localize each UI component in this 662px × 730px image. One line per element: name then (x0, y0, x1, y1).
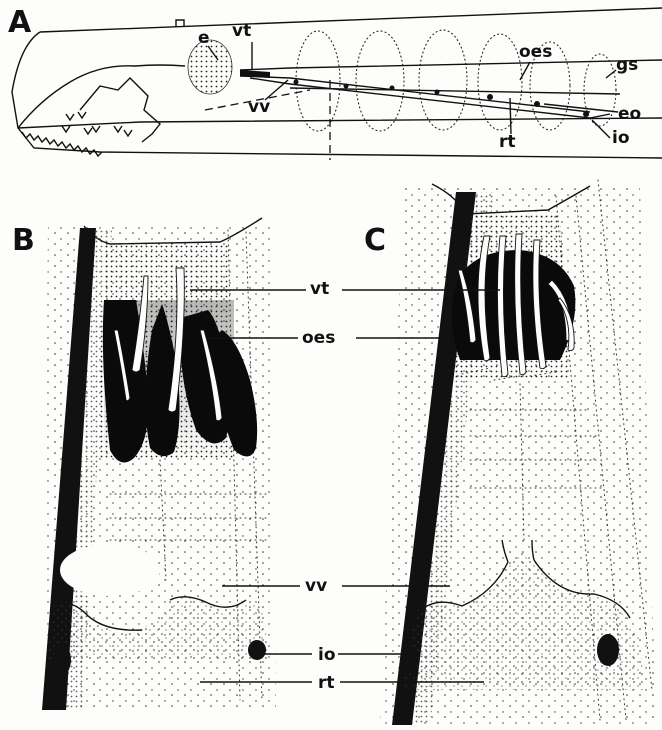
label-a-oes: oes (519, 42, 552, 62)
panel-a-letter: A (8, 5, 32, 40)
panel-a: A (8, 5, 662, 160)
panel-b: B (12, 218, 276, 710)
label-a-e: e (198, 28, 210, 48)
panel-c-letter: C (364, 223, 386, 258)
label-a-vt: vt (232, 21, 251, 41)
label-a-io: io (612, 128, 630, 148)
panel-b-valve-void (60, 544, 160, 596)
label-shared-rt: rt (318, 673, 335, 693)
jaw-outline (18, 65, 185, 142)
label-a-eo: eo (618, 104, 641, 124)
label-shared-vv: vv (305, 576, 327, 596)
label-a-gs: gs (616, 55, 638, 75)
panel-b-io-left (53, 645, 71, 675)
io-dots (294, 80, 590, 118)
label-shared-io: io (318, 645, 336, 665)
panel-b-letter: B (12, 223, 35, 258)
label-a-rt: rt (499, 132, 516, 152)
jaw-teeth (22, 132, 102, 156)
leader-a-oes (520, 62, 530, 80)
label-shared-vt: vt (310, 279, 329, 299)
gut-line (250, 78, 610, 118)
panel-c: C (364, 180, 656, 725)
leader-a-rt (510, 98, 511, 134)
panel-c-io-right (597, 634, 619, 666)
panel-b-io-right (248, 640, 266, 660)
label-a-vv: vv (248, 97, 270, 117)
oesophagus-upper-line (240, 60, 662, 70)
panel-c-io-left (402, 646, 418, 674)
label-shared-oes: oes (302, 328, 335, 348)
